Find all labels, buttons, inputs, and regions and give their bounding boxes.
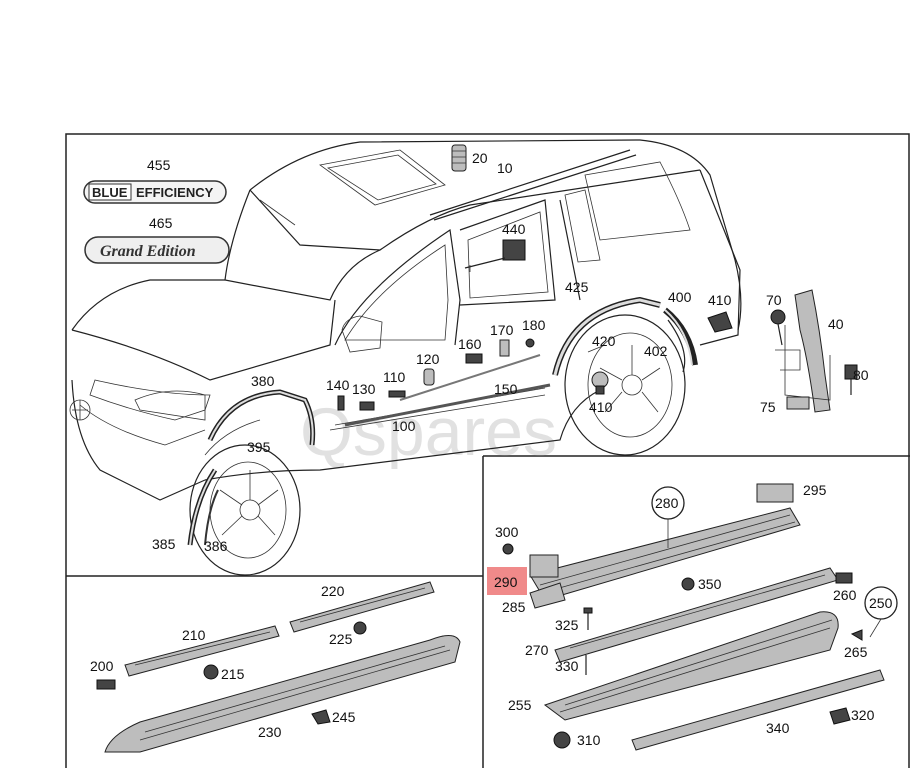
label-350: 350 xyxy=(698,576,722,592)
badge-blue-text: BLUE xyxy=(92,185,128,200)
label-140: 140 xyxy=(326,377,350,393)
label-220: 220 xyxy=(321,583,345,599)
label-385: 385 xyxy=(152,536,176,552)
badge-grand-edition-text: Grand Edition xyxy=(100,243,196,260)
label-20: 20 xyxy=(472,150,488,166)
diagram-frames xyxy=(65,133,910,768)
label-465: 465 xyxy=(149,215,173,231)
label-340: 340 xyxy=(766,720,790,736)
label-402: 402 xyxy=(644,343,668,359)
reference-circles xyxy=(651,486,898,638)
label-386: 386 xyxy=(204,538,228,554)
label-200: 200 xyxy=(90,658,114,674)
label-120: 120 xyxy=(416,351,440,367)
vehicle-outline xyxy=(69,139,742,576)
lower-left-parts xyxy=(96,581,461,753)
label-265: 265 xyxy=(844,644,868,660)
label-410a: 410 xyxy=(708,292,732,308)
label-40: 40 xyxy=(828,316,844,332)
label-245: 245 xyxy=(332,709,356,725)
label-295: 295 xyxy=(803,482,827,498)
label-180: 180 xyxy=(522,317,546,333)
label-270: 270 xyxy=(525,642,549,658)
label-160: 160 xyxy=(458,336,482,352)
label-320: 320 xyxy=(851,707,875,723)
label-285: 285 xyxy=(502,599,526,615)
label-300: 300 xyxy=(495,524,519,540)
label-70: 70 xyxy=(766,292,782,308)
label-395: 395 xyxy=(247,439,271,455)
label-420: 420 xyxy=(592,333,616,349)
label-310: 310 xyxy=(577,732,601,748)
label-75: 75 xyxy=(760,399,776,415)
label-170: 170 xyxy=(490,322,514,338)
upper-parts xyxy=(187,144,858,546)
label-260: 260 xyxy=(833,587,857,603)
label-400: 400 xyxy=(668,289,692,305)
label-80: 80 xyxy=(853,367,869,383)
blue-efficiency-badge: BLUE EFFICIENCY xyxy=(83,180,227,204)
label-215: 215 xyxy=(221,666,245,682)
label-425: 425 xyxy=(565,279,589,295)
label-455: 455 xyxy=(147,157,171,173)
label-440: 440 xyxy=(502,221,526,237)
label-290: 290 xyxy=(494,574,518,590)
label-325: 325 xyxy=(555,617,579,633)
label-210: 210 xyxy=(182,627,206,643)
grand-edition-badge: Grand Edition xyxy=(84,236,230,264)
label-330: 330 xyxy=(555,658,579,674)
label-100: 100 xyxy=(392,418,416,434)
label-280: 280 xyxy=(655,495,679,511)
label-10: 10 xyxy=(497,160,513,176)
label-150: 150 xyxy=(494,381,518,397)
label-230: 230 xyxy=(258,724,282,740)
label-380: 380 xyxy=(251,373,275,389)
badge-efficiency-text: EFFICIENCY xyxy=(136,185,214,200)
highlight-290 xyxy=(487,567,527,595)
label-250: 250 xyxy=(869,595,893,611)
lower-right-parts xyxy=(502,483,885,751)
label-225: 225 xyxy=(329,631,353,647)
label-255: 255 xyxy=(508,697,532,713)
label-410b: 410 xyxy=(589,399,613,415)
label-130: 130 xyxy=(352,381,376,397)
label-110: 110 xyxy=(383,369,406,385)
part-labels: 455 465 20 10 440 425 400 410 70 40 420 … xyxy=(90,150,893,748)
